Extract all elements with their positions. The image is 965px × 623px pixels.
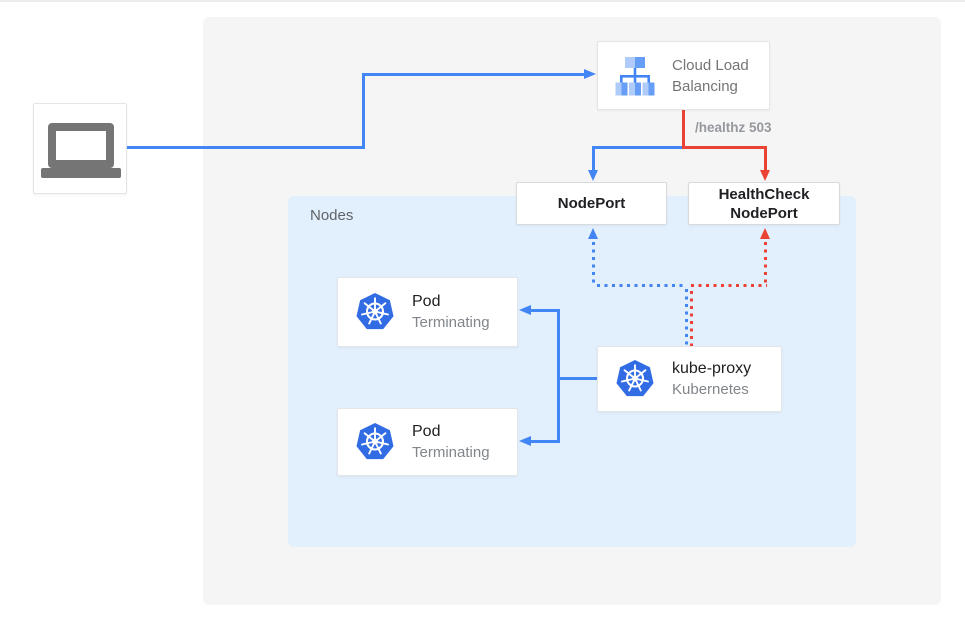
arrowhead-into-nodeport — [588, 170, 598, 181]
arrowhead-into-pod-2 — [519, 436, 531, 446]
kube-proxy-node: kube-proxy Kubernetes — [597, 346, 782, 412]
kubernetes-icon — [613, 360, 657, 398]
nodeport-node: NodePort — [516, 182, 667, 225]
pod-node-2: Pod Terminating — [337, 408, 518, 476]
pod-node-1: Pod Terminating — [337, 277, 518, 347]
arrowhead-into-nodeport-bottom — [588, 228, 598, 239]
cloud-load-balancing-node: Cloud Load Balancing — [597, 41, 770, 110]
arrowhead-into-pod-1 — [519, 305, 531, 315]
nodes-label: Nodes — [310, 207, 354, 224]
pod-2-title: Pod — [412, 423, 441, 440]
nodeport-label: NodePort — [557, 195, 626, 212]
kubernetes-icon — [353, 293, 397, 331]
pod-2-status: Terminating — [412, 444, 490, 461]
healthcheck-nodeport-label: HealthCheck NodePort — [718, 185, 810, 222]
pod-1-status: Terminating — [412, 314, 490, 331]
load-balancer-icon — [613, 56, 657, 96]
kube-proxy-title: kube-proxy — [672, 360, 752, 377]
healthcheck-nodeport-node: HealthCheck NodePort — [688, 182, 840, 225]
kube-proxy-subtitle: Kubernetes — [672, 381, 749, 398]
arrowhead-into-clb — [584, 69, 596, 79]
clb-label: Cloud Load Balancing — [672, 56, 749, 95]
kubernetes-icon — [353, 423, 397, 461]
top-divider — [0, 0, 965, 2]
arrowhead-into-healthcheck-bottom — [760, 228, 770, 239]
arrowhead-into-healthcheck — [760, 170, 770, 181]
healthz-503-label: /healthz 503 — [695, 120, 772, 135]
client-node — [33, 103, 127, 194]
pod-1-title: Pod — [412, 293, 441, 310]
